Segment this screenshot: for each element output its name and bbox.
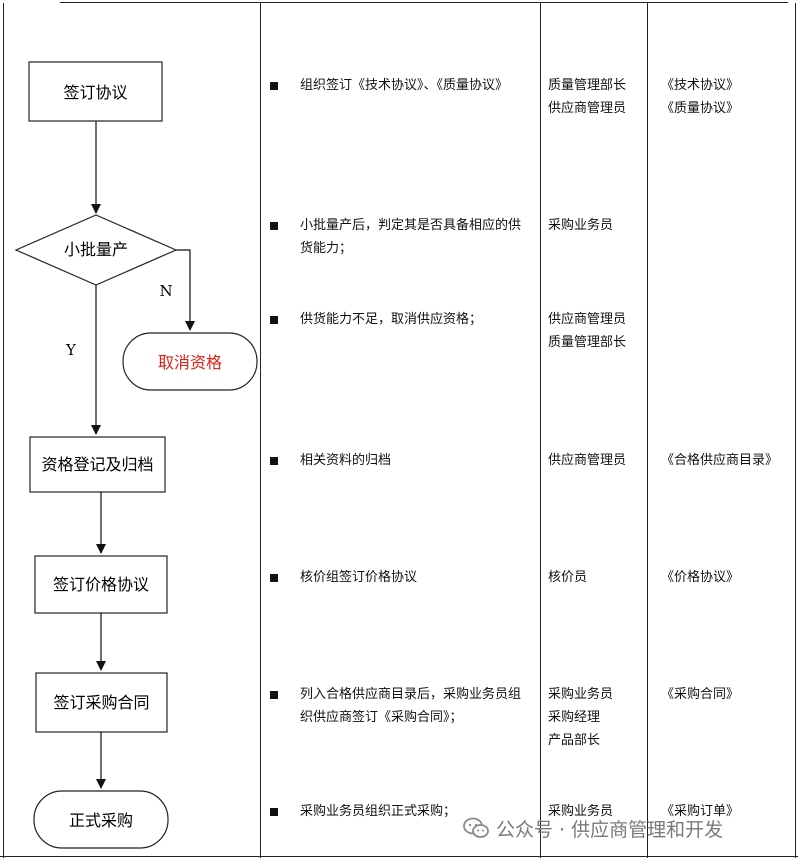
table-bottom-border [0,856,798,857]
row-documents: 《价格协议》 [661,566,791,589]
role-line: 供应商管理员 [548,101,627,116]
sign-agreement-label: 签订协议 [63,83,127,102]
table-left-border [3,3,4,858]
role-line: 采购业务员 [548,687,614,702]
row-roles: 采购业务员 [548,214,643,237]
description-line: 供货能力不足，取消供应资格； [300,312,483,327]
description-line: 采购业务员组织正式采购； [300,804,457,819]
price-agreement-label: 签订价格协议 [53,575,149,594]
row-bullet [270,316,278,324]
row-roles: 采购业务员 采购经理 产品部长 [548,683,643,752]
role-line: 采购业务员 [548,218,614,233]
document-line: 《技术协议》 [661,78,740,93]
role-line: 核价员 [548,570,588,585]
wechat-icon [463,817,489,838]
row-bullet [270,82,278,90]
row-roles: 质量管理部长 供应商管理员 [548,74,643,120]
role-line: 采购经理 [548,710,601,725]
row-description: 采购业务员组织正式采购； [300,800,536,823]
description-line: 小批量产后，判定其是否具备相应的供 [300,218,522,233]
small-batch-label: 小批量产 [64,240,128,259]
formal-purchase-terminal [33,790,169,849]
role-line: 供应商管理员 [548,453,627,468]
row-bullet [270,691,278,699]
role-line: 供应商管理员 [548,312,627,327]
row-description: 供货能力不足，取消供应资格； [300,308,536,331]
row-bullet [270,457,278,465]
row-description: 小批量产后，判定其是否具备相应的供 货能力； [300,214,536,260]
row-documents: 《采购订单》 [661,800,791,823]
row-documents: 《合格供应商目录》 [661,449,791,472]
column-divider-role [647,3,648,858]
row-description: 列入合格供应商目录后，采购业务员组 织供应商签订《采购合同》； [300,683,536,729]
register-archive-box [29,436,166,493]
row-documents: 《技术协议》 《质量协议》 [661,74,791,120]
branch-no-label: N [159,282,172,300]
role-line: 采购业务员 [548,804,614,819]
description-line: 核价组签订价格协议 [300,570,418,585]
purchase-contract-label: 签订采购合同 [53,693,149,712]
document-line: 《价格协议》 [661,570,740,585]
row-description: 核价组签订价格协议 [300,566,536,589]
flowchart: 签订协议 小批量产 N 取消资格 Y 资格登记及归档 签订价格协议 签订采购合同… [14,61,258,849]
watermark-text: 公众号 · 供应商管理和开发 [496,818,724,841]
role-line: 产品部长 [548,733,601,748]
description-line: 织供应商签订《采购合同》； [300,710,463,725]
document-line: 《合格供应商目录》 [661,453,779,468]
column-divider-flow [260,3,261,858]
cancel-label: 取消资格 [158,353,222,372]
column-divider-desc [540,3,541,858]
table-right-border [795,3,796,858]
role-line: 质量管理部长 [548,78,627,93]
document-line: 《采购订单》 [661,804,740,819]
row-roles: 采购业务员 [548,800,643,823]
row-documents: 《采购合同》 [661,683,791,706]
cancel-terminal [122,332,258,391]
row-roles: 供应商管理员 [548,449,643,472]
row-bullet [270,222,278,230]
branch-yes-label: Y [65,341,77,359]
register-archive-label: 资格登记及归档 [41,455,153,474]
watermark: 公众号 · 供应商管理和开发 [462,813,792,843]
description-line: 列入合格供应商目录后，采购业务员组 [300,687,522,702]
row-description: 相关资料的归档 [300,449,536,472]
description-line: 货能力； [300,241,353,256]
row-bullet [270,574,278,582]
description-line: 相关资料的归档 [300,453,392,468]
arrow-batch-to-cancel [176,249,195,331]
document-line: 《采购合同》 [661,687,740,702]
row-description: 组织签订《技术协议》、《质量协议》 [300,74,536,97]
table-top-border [60,2,788,3]
purchase-contract-box [35,672,168,733]
row-roles: 核价员 [548,566,643,589]
document-line: 《质量协议》 [661,101,740,116]
row-roles: 供应商管理员 质量管理部长 [548,308,643,354]
role-line: 质量管理部长 [548,335,627,350]
row-bullet [270,808,278,816]
description-line: 组织签订《技术协议》、《质量协议》 [300,78,509,93]
formal-purchase-label: 正式采购 [69,811,133,830]
